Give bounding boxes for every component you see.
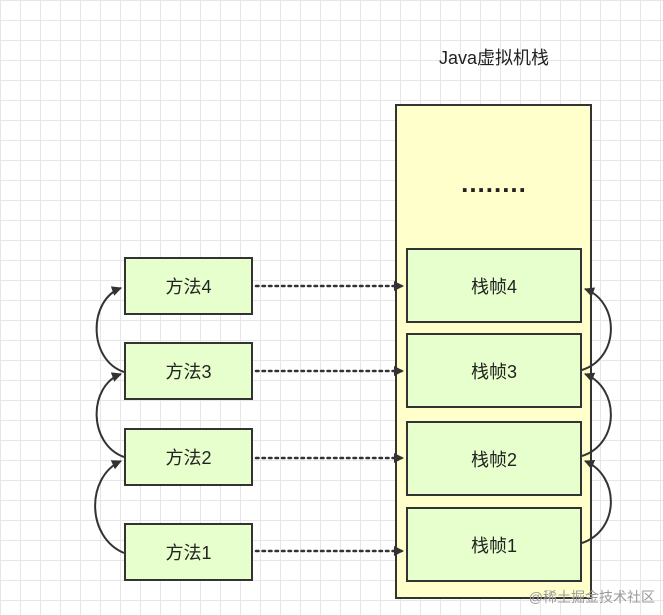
frame-2-to-frame-3-curve bbox=[581, 372, 612, 457]
frame-1-to-frame-2-curve bbox=[581, 459, 612, 544]
method-3-box: 方法3 bbox=[124, 342, 253, 400]
method-4-box: 方法4 bbox=[124, 257, 253, 315]
method-2-label: 方法2 bbox=[165, 448, 212, 468]
method-2-to-method-3-curve bbox=[95, 372, 125, 458]
watermark: @稀土掘金技术社区 bbox=[528, 589, 655, 605]
method-2-box: 方法2 bbox=[124, 428, 253, 486]
stack-frame-1: 栈帧1 bbox=[406, 507, 582, 582]
stack-frame-1-label: 栈帧1 bbox=[470, 535, 517, 556]
stack-frame-3: 栈帧3 bbox=[406, 333, 582, 408]
method-3-to-method-4-curve bbox=[95, 286, 125, 373]
stack-frame-4-label: 栈帧4 bbox=[470, 276, 517, 297]
jvm-stack-title: Java虚拟机栈 bbox=[438, 48, 550, 68]
frame-3-to-frame-4-curve bbox=[581, 287, 612, 371]
stack-frame-2: 栈帧2 bbox=[406, 421, 582, 496]
stack-frame-2-label: 栈帧2 bbox=[470, 449, 517, 470]
stack-frame-3-label: 栈帧3 bbox=[470, 361, 517, 382]
method-1-label: 方法1 bbox=[165, 543, 212, 563]
method-1-to-method-2-curve bbox=[94, 460, 125, 554]
method-3-label: 方法3 bbox=[165, 362, 212, 382]
stack-ellipsis: ........ bbox=[461, 168, 527, 198]
method-1-box: 方法1 bbox=[124, 523, 253, 581]
stack-frame-4: 栈帧4 bbox=[406, 248, 582, 323]
method-4-label: 方法4 bbox=[165, 277, 212, 297]
